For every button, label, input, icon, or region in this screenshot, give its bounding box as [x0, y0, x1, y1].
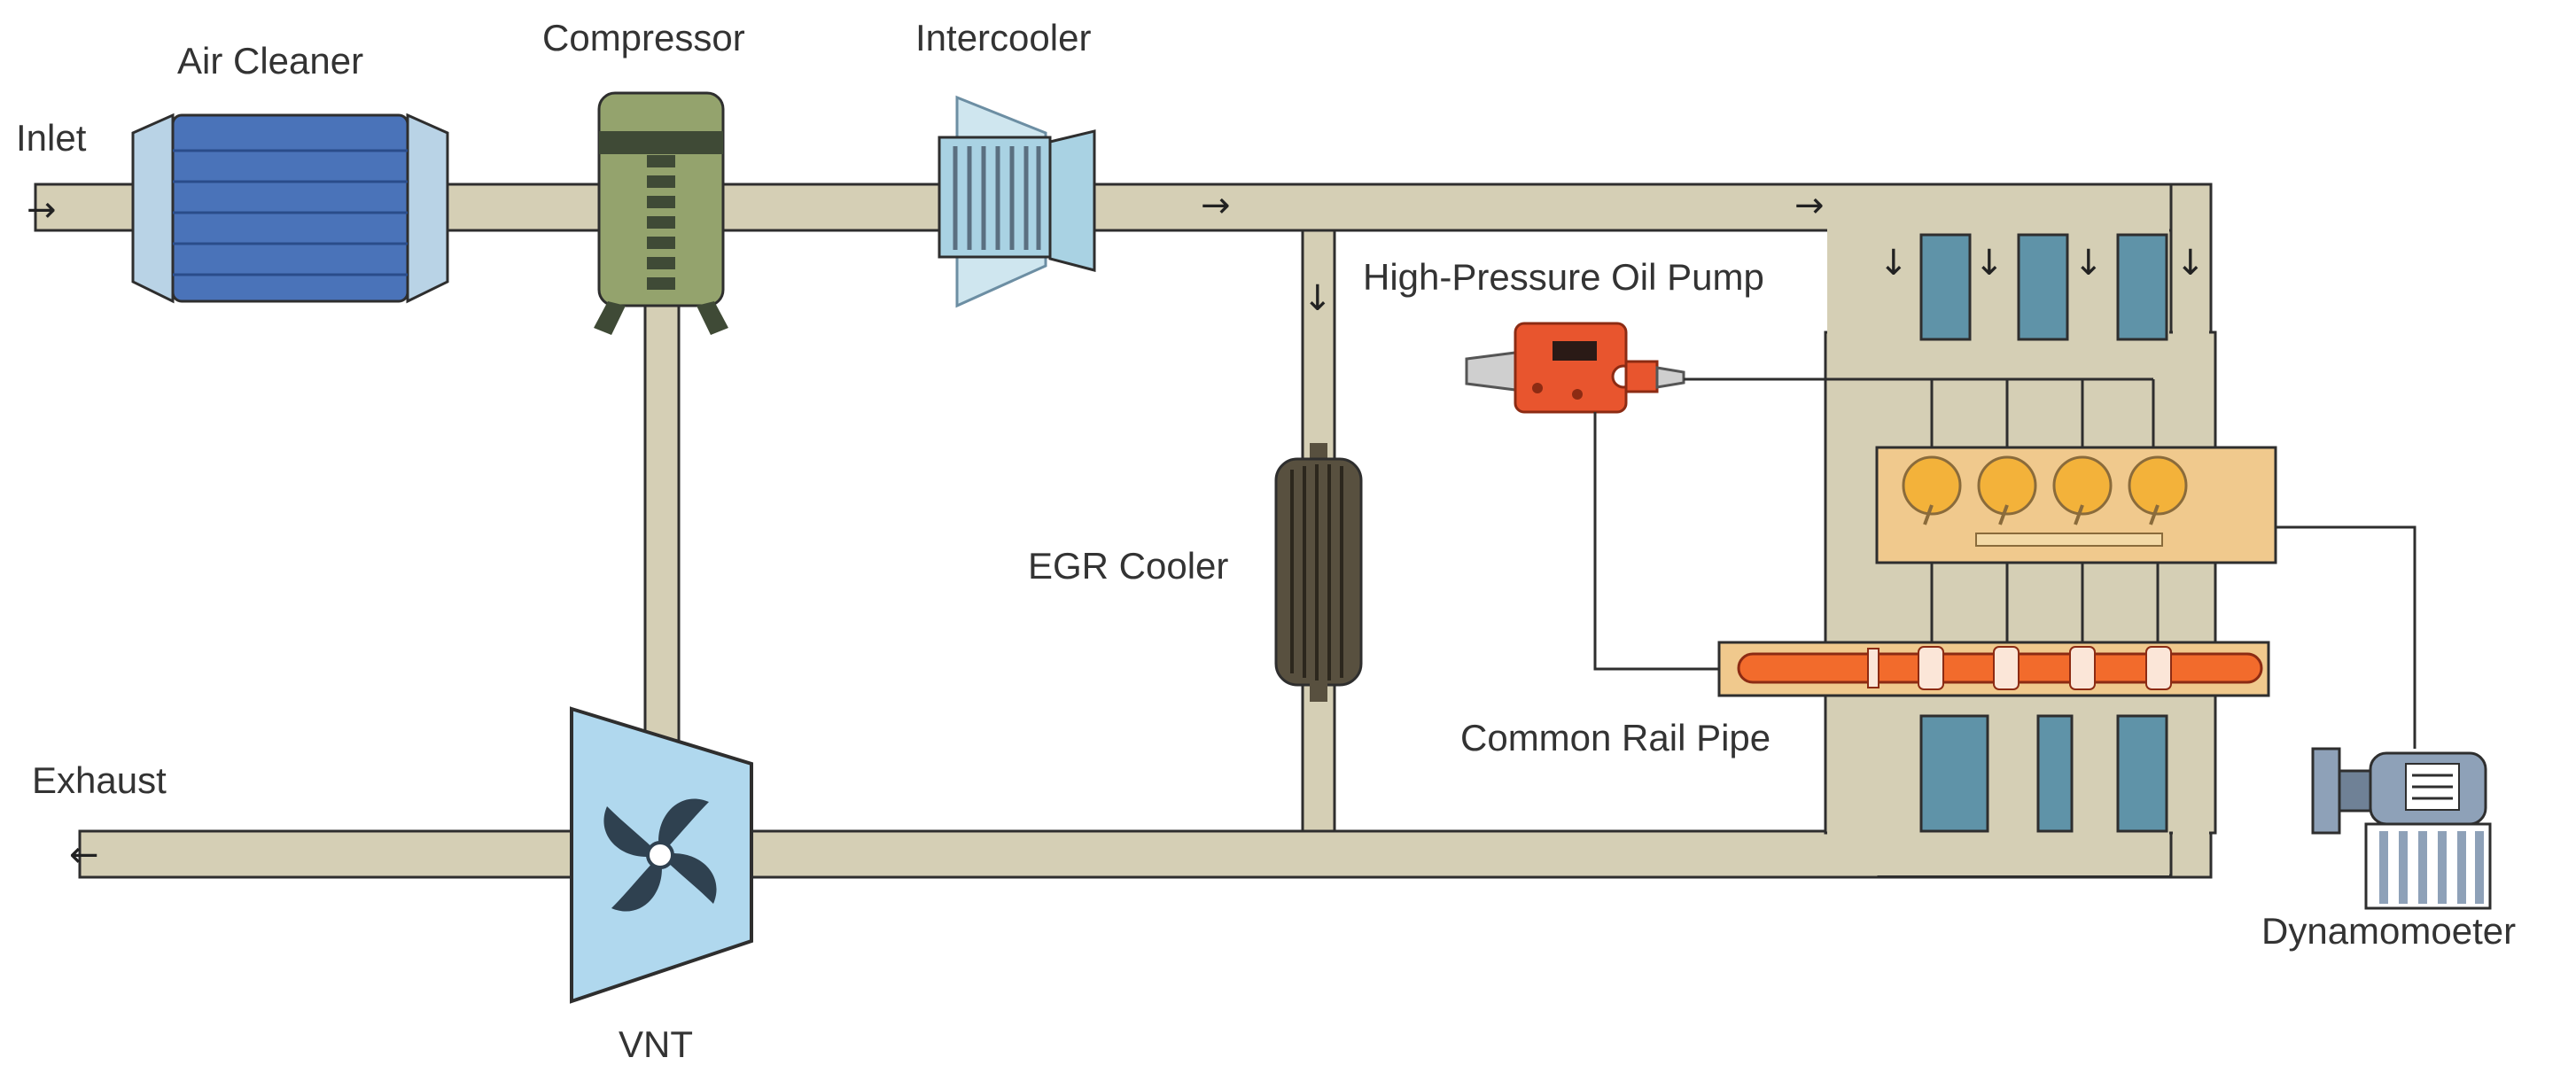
injectors — [1902, 455, 2188, 516]
turbine-rotor — [603, 798, 717, 912]
vnt-label: VNT — [619, 1023, 693, 1065]
engine-block — [1875, 446, 2277, 642]
injector-3 — [2052, 455, 2113, 516]
intake-flow-arrow-1: → — [1201, 185, 1231, 226]
egr-cooler — [1274, 443, 1363, 702]
turbo-shaft — [643, 304, 681, 750]
vnt-turbine — [570, 706, 753, 1004]
port-flow-arrow-2: ↓ — [1974, 243, 2004, 284]
compressor-label: Compressor — [542, 17, 745, 58]
intake-ports — [1919, 233, 2168, 341]
intercooler — [938, 95, 1096, 308]
intercooler-label: Intercooler — [915, 17, 1092, 58]
air-cleaner — [131, 113, 449, 304]
fuel-lines — [1593, 377, 2416, 749]
compressor — [594, 91, 728, 335]
high-pressure-oil-pump — [1465, 322, 1685, 414]
egr-cooler-label: EGR Cooler — [1028, 545, 1229, 587]
injector-4 — [2128, 455, 2188, 516]
dynamometer-label: Dynamomoeter — [2261, 910, 2517, 952]
high-pressure-oil-pump-label: High-Pressure Oil Pump — [1363, 256, 1764, 298]
dynamometer — [2311, 747, 2492, 910]
exhaust-ports — [1919, 714, 2168, 833]
common-rail-pipe-label: Common Rail Pipe — [1460, 717, 1771, 758]
inlet-label: Inlet — [16, 117, 87, 159]
egr-flow-arrow: ↓ — [1303, 278, 1333, 319]
port-flow-arrow-1: ↓ — [1879, 243, 1909, 284]
common-rail-pipe — [1717, 641, 2270, 697]
exhaust-flow-arrow: ← — [69, 835, 99, 875]
inlet-flow-arrow: → — [27, 190, 57, 230]
intake-flow-arrow-2: → — [1794, 185, 1825, 226]
port-flow-arrow-4: ↓ — [2175, 243, 2206, 284]
air-cleaner-label: Air Cleaner — [177, 40, 364, 82]
injector-2 — [1977, 455, 2037, 516]
exhaust-label: Exhaust — [32, 759, 167, 801]
injector-1 — [1902, 455, 1962, 516]
port-flow-arrow-3: ↓ — [2074, 243, 2104, 284]
